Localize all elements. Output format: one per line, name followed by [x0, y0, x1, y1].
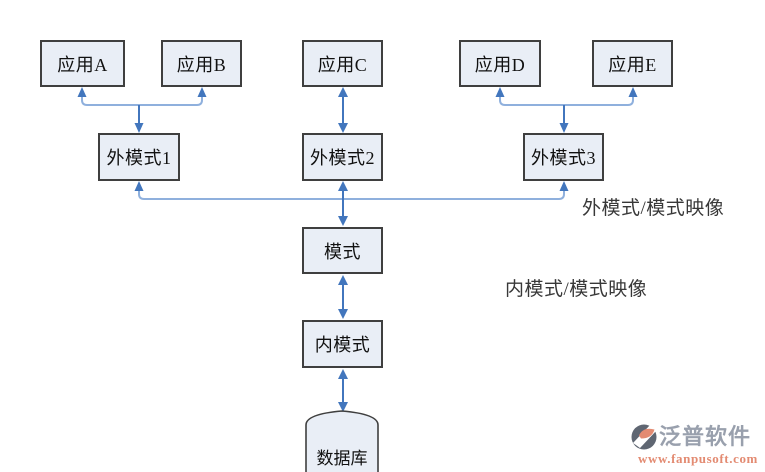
arrowhead-down-db: [338, 402, 348, 412]
arrowhead-up-appE: [628, 87, 638, 97]
node-app-e: 应用E: [592, 40, 673, 87]
node-external-schema-2: 外模式2: [302, 133, 383, 181]
arrowhead-up-internal: [338, 369, 348, 379]
arrowhead-up-appC: [338, 87, 348, 97]
arrowhead-up-appD: [495, 87, 505, 97]
arrowhead-down-schema: [338, 216, 348, 226]
node-schema: 模式: [302, 227, 383, 274]
label-internal-schema-mapping: 内模式/模式映像: [505, 279, 648, 300]
arrowhead-up-appB: [197, 87, 207, 97]
connector-appAB: [81, 97, 203, 106]
arrowhead-up-schema: [338, 275, 348, 285]
arrowhead-up-ext2: [338, 181, 348, 191]
node-app-d: 应用D: [459, 40, 541, 87]
node-app-c: 应用C: [302, 40, 383, 87]
arrowhead-up-appA: [77, 87, 87, 97]
connector-appDE: [499, 97, 634, 106]
node-internal-schema: 内模式: [302, 320, 383, 368]
node-external-schema-3: 外模式3: [523, 133, 604, 181]
label-external-schema-mapping: 外模式/模式映像: [582, 198, 725, 219]
arrowhead-up-ext3: [559, 181, 569, 191]
fanpu-watermark: 泛普软件 www.fanpusoft.com: [631, 424, 765, 467]
fanpu-logo-icon: [631, 424, 657, 450]
node-external-schema-1: 外模式1: [98, 133, 180, 181]
arrowhead-down-ext3: [559, 123, 569, 133]
arrowhead-down-ext2: [338, 123, 348, 133]
brand-url: www.fanpusoft.com: [638, 451, 758, 466]
arrowhead-up-ext1: [134, 181, 144, 191]
brand-name: 泛普软件: [659, 424, 752, 449]
database-shape: [305, 410, 379, 472]
node-database-label: 数据库: [316, 449, 368, 468]
node-app-b: 应用B: [161, 40, 242, 87]
arrowhead-down-ext1: [134, 123, 144, 133]
node-app-a: 应用A: [40, 40, 125, 87]
arrowhead-down-internal: [338, 309, 348, 319]
external-mapping-line: [138, 191, 565, 200]
